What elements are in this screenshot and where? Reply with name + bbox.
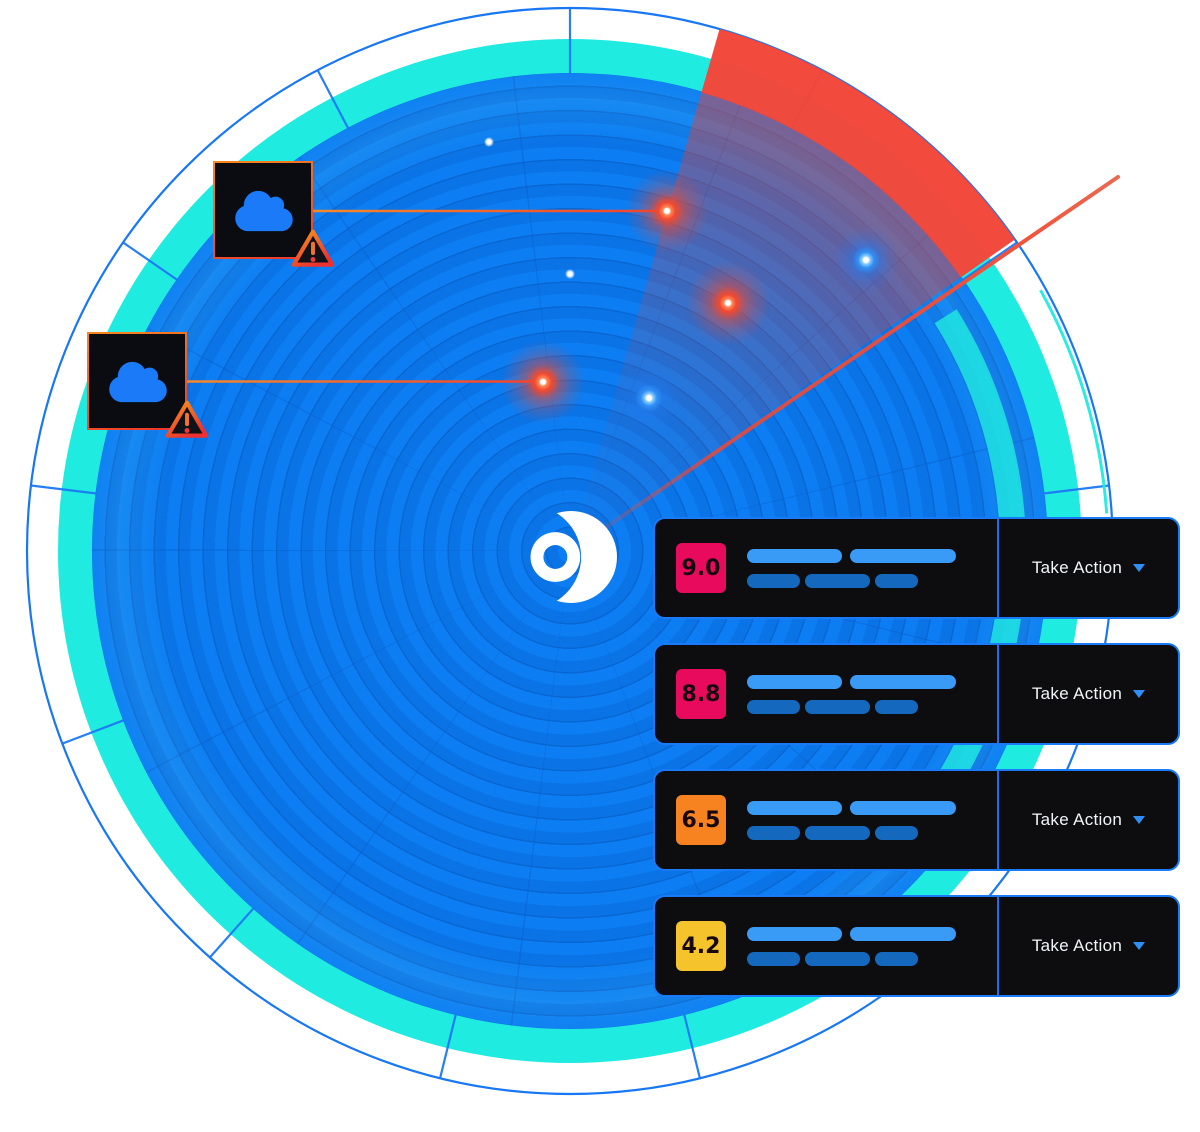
skeleton-bar [850,926,956,941]
caret-down-icon [1133,816,1146,824]
skeleton-bar [747,674,842,689]
threat-summary: 4.2 [655,897,997,995]
skeleton-bar [747,699,800,714]
take-action-label: Take Action [1031,558,1123,577]
warning-icon [291,229,335,267]
severity-score-badge: 4.2 [676,921,726,971]
skeleton-bar [747,573,800,588]
take-action-label: Take Action [1031,810,1123,829]
skeleton-bar [850,800,956,815]
skeleton-bar [747,951,800,966]
severity-score-badge: 6.5 [676,795,726,845]
skeleton-bar [747,800,842,815]
redacted-text-lines [747,926,956,966]
skeleton-bar [747,825,800,840]
threat-card-list: 9.0 Take Action 8.8 Take Action [653,517,1180,1021]
skeleton-bar [850,548,956,563]
take-action-button[interactable]: Take Action [997,519,1178,617]
skeleton-bar [805,699,870,714]
take-action-button[interactable]: Take Action [997,897,1178,995]
severity-score-badge: 8.8 [676,669,726,719]
take-action-label: Take Action [1031,684,1123,703]
skeleton-bar [805,825,870,840]
skeleton-bar [850,674,956,689]
threat-summary: 6.5 [655,771,997,869]
cloud-alert-card [213,161,335,267]
take-action-label: Take Action [1031,936,1123,955]
redacted-text-lines [747,800,956,840]
skeleton-bar [747,926,842,941]
redacted-text-lines [747,674,956,714]
skeleton-bar [805,573,870,588]
caret-down-icon [1133,564,1146,572]
crescent-logo [525,506,617,608]
threat-summary: 9.0 [655,519,997,617]
severity-score-badge: 9.0 [676,543,726,593]
threat-summary: 8.8 [655,645,997,743]
threat-card: 9.0 Take Action [653,517,1180,619]
threat-card: 8.8 Take Action [653,643,1180,745]
skeleton-bar [875,951,918,966]
threat-card: 6.5 Take Action [653,769,1180,871]
skeleton-bar [875,699,918,714]
cloud-icon [235,190,293,232]
skeleton-bar [747,548,842,563]
cloud-icon [109,361,167,403]
caret-down-icon [1133,942,1146,950]
redacted-text-lines [747,548,956,588]
skeleton-bar [805,951,870,966]
threat-card: 4.2 Take Action [653,895,1180,997]
take-action-button[interactable]: Take Action [997,771,1178,869]
caret-down-icon [1133,690,1146,698]
warning-icon [165,400,209,438]
cloud-alert-card [87,332,209,438]
skeleton-bar [875,573,918,588]
skeleton-bar [875,825,918,840]
take-action-button[interactable]: Take Action [997,645,1178,743]
